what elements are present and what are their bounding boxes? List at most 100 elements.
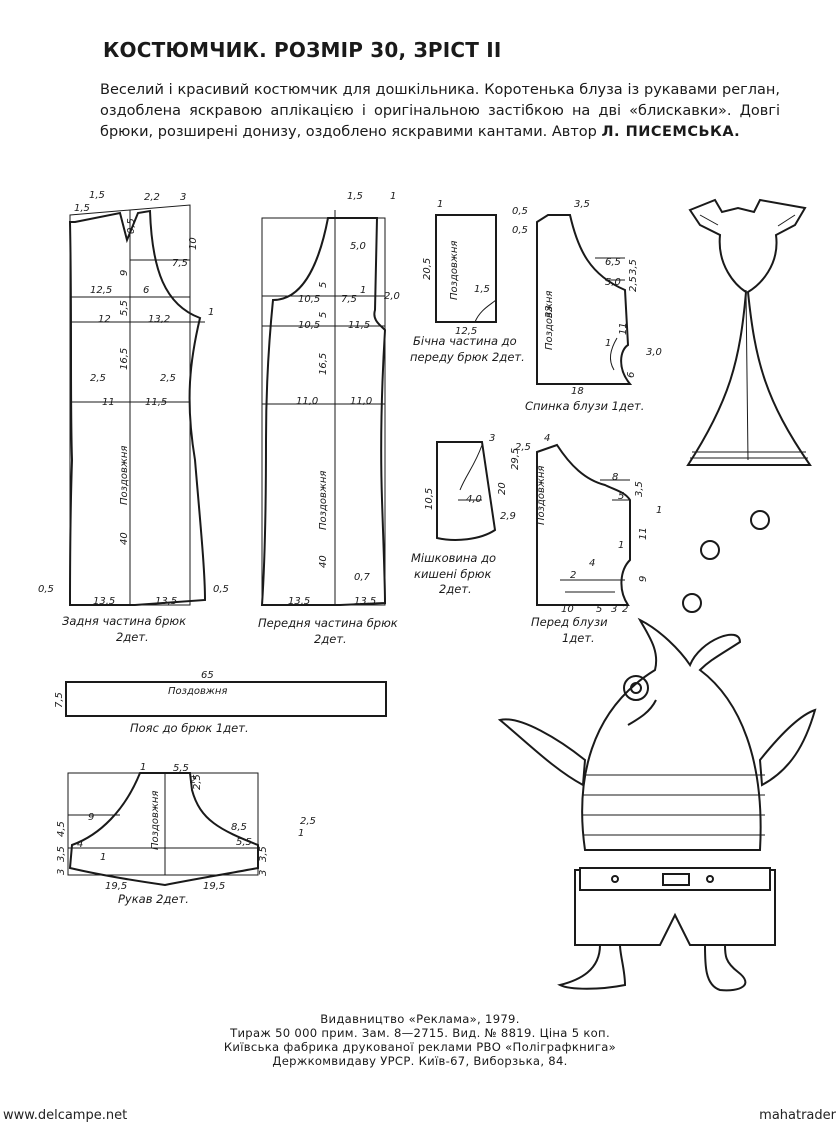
dim-label: 3,5	[258, 846, 269, 862]
pattern-blouse-front: 2,5 4 8 5 3,5 29,5 Поздовжня 1 11 1 4 2 …	[510, 433, 662, 645]
dim-label: 7,5	[172, 258, 188, 269]
dim-label: 2,2	[144, 192, 160, 203]
dim-label: 10	[561, 604, 574, 615]
dim-label: 5	[318, 282, 329, 288]
dim-label: 9	[119, 270, 130, 276]
dim-label: 4,0	[466, 494, 482, 505]
grain-label: Поздовжня	[119, 446, 130, 505]
dim-label: 3	[56, 869, 67, 875]
dim-label: 6,5	[605, 257, 621, 268]
dim-label: 0,5	[38, 584, 54, 595]
back-trousers-outline	[68, 209, 207, 606]
dim-label: 2,5	[192, 774, 203, 790]
back-trousers-frame	[69, 204, 191, 606]
fish-mouth	[627, 699, 657, 726]
pattern-blouse-back: 3,5 0,5 0,5 6,5 5,0 2,5 3,5 33 Поздовжня…	[512, 199, 662, 413]
pattern-caption: кишені брюк	[414, 567, 491, 581]
fish-left-fin	[497, 718, 587, 787]
blouse-front-guides	[560, 479, 630, 593]
pattern-side-part: 1 20,5 Поздовжня 1,5 12,5 Бічна частина …	[410, 199, 525, 364]
dim-label: 12	[98, 314, 111, 325]
page-title: КОСТЮМЧИК. РОЗМІР 30, ЗРІСТ II	[103, 38, 502, 62]
dim-label: 16,5	[119, 348, 130, 370]
dim-label: 10,5	[298, 294, 320, 305]
dim-label: 0,5	[213, 584, 229, 595]
dim-label: 10,5	[424, 488, 435, 510]
dim-label: 1	[605, 338, 611, 349]
sleeve-frame	[67, 772, 259, 876]
buckle-icon	[662, 873, 690, 886]
bubble-icon	[700, 540, 720, 560]
dim-label: 8,5	[231, 822, 247, 833]
fish-left-foot	[557, 944, 627, 990]
dim-label: 5,5	[119, 300, 130, 316]
blouse-back-outline	[536, 214, 633, 385]
pocket-outline	[436, 441, 497, 541]
dim-label: 4,5	[56, 821, 67, 837]
dim-label: 2,9	[500, 511, 516, 522]
dim-label: 2	[190, 775, 196, 786]
dim-label: 4	[589, 558, 595, 569]
dim-label: 1	[656, 505, 662, 516]
dim-label: 1,5	[474, 284, 490, 295]
dim-label: 11	[638, 527, 649, 540]
dim-label: 1	[208, 307, 214, 318]
dim-label: 13,5	[155, 596, 177, 607]
fish-appliqué-illustration	[497, 510, 817, 992]
imprint-address: Держкомвидаву УРСР. Київ-67, Виборзька, …	[272, 1054, 568, 1068]
dim-label: 0,7	[354, 572, 371, 583]
pattern-caption: Передня частина брюк	[258, 616, 398, 630]
pattern-caption: 2дет.	[116, 630, 149, 644]
pattern-caption: Спинка блузи 1дет.	[525, 399, 644, 413]
dim-label: 2	[622, 604, 628, 615]
front-trousers-frame	[261, 217, 386, 606]
dress-details	[690, 214, 808, 461]
imprint-block: Видавництво «Реклама», 1979. Тираж 50 00…	[0, 1012, 840, 1068]
dim-label: 3,5	[634, 481, 645, 497]
pattern-back-trousers: 1,5 1,5 2,2 3 10 0,5 9 7,5 12,5 6 5,5 12…	[38, 190, 229, 644]
grain-label: Поздовжня	[318, 471, 329, 530]
dim-label: 3,0	[646, 347, 662, 358]
bubble-icon	[682, 593, 702, 613]
dim-label: 10,5	[298, 320, 320, 331]
dim-label: 1,5	[74, 203, 90, 214]
pattern-caption: Пояс до брюк 1дет.	[130, 721, 249, 735]
dim-label: 1,5	[89, 190, 105, 201]
pattern-sleeve: 1 5,5 2,5 2 9 4,5 4 3,5 1 3 Поздовжня 8,…	[56, 762, 316, 906]
pattern-caption: переду брюк 2дет.	[410, 350, 525, 364]
pattern-front-trousers: 1,5 1 5,0 10,5 5 7,5 1 2,0 10,5 5 11,5 1…	[258, 191, 400, 646]
grain-label: Поздовжня	[544, 291, 555, 350]
pattern-caption: Мішковина до	[411, 551, 496, 565]
costume-illustration	[686, 198, 812, 466]
dim-label: 2,5	[515, 442, 531, 453]
pocket-guides	[458, 444, 483, 501]
bubble-icon	[750, 510, 770, 530]
sleeve-outline	[68, 772, 259, 887]
dim-label: 0,5	[512, 206, 528, 217]
dim-label: 11	[102, 397, 115, 408]
dim-label: 18	[571, 386, 584, 397]
pattern-caption: Рукав 2дет.	[118, 892, 189, 906]
dim-label: 9	[88, 812, 94, 823]
dim-label: 5	[318, 312, 329, 318]
dim-label: 20,5	[422, 258, 433, 280]
dim-label: 2	[570, 570, 576, 581]
dim-label: 19,5	[105, 881, 127, 892]
dim-label: 6	[626, 372, 637, 378]
side-part-curve	[474, 299, 497, 323]
fish-right-fin	[758, 708, 817, 787]
grain-label: Поздовжня	[449, 241, 460, 300]
dim-label: 3	[611, 604, 617, 615]
pattern-caption: 1дет.	[562, 631, 595, 645]
dim-label: 13,5	[288, 596, 310, 607]
imprint-print-run: Тираж 50 000 прим. Зам. 8—2715. Вид. № 8…	[230, 1026, 610, 1040]
grain-label: Поздовжня	[536, 466, 547, 525]
imprint-publisher: Видавництво «Реклама», 1979.	[320, 1012, 520, 1026]
dim-label: 2,5	[300, 816, 316, 827]
dim-label: 29,5	[510, 448, 521, 470]
fish-pupil-icon	[630, 682, 642, 694]
grain-label: Поздовжня	[168, 686, 227, 697]
watermark-right: mahatrader	[759, 1108, 836, 1123]
fish-stripes	[583, 774, 765, 836]
